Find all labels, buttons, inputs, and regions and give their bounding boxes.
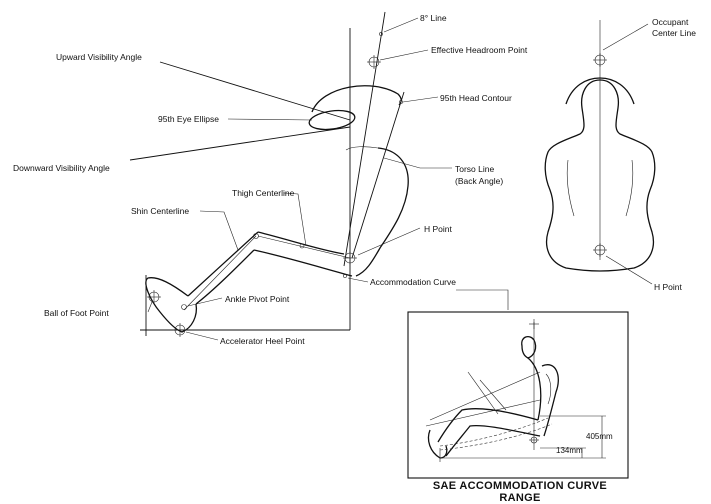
label-ball-of-foot-point: Ball of Foot Point: [44, 308, 109, 318]
leader-torso: [383, 157, 452, 169]
shin-centerline: [183, 235, 257, 311]
label-effective-headroom-point: Effective Headroom Point: [431, 45, 528, 55]
leader-ankle: [187, 297, 223, 307]
leader-front-h-point: [605, 255, 653, 285]
inset-leg-upper: [437, 408, 539, 443]
inset-head: [521, 335, 537, 359]
inset-visibility-line-2: [425, 399, 541, 427]
label-h-point-front: H Point: [654, 282, 682, 292]
side-view: [129, 11, 509, 341]
inset-curve-1: [439, 417, 549, 447]
leader-inset: [456, 289, 509, 310]
label-shin-centerline: Shin Centerline: [131, 206, 190, 216]
h-point-marker: [343, 251, 357, 265]
inset-steering-line-2: [479, 379, 507, 411]
label-back-angle: (Back Angle): [455, 176, 504, 186]
label-h-point: H Point: [424, 224, 452, 234]
shin-lower: [195, 249, 255, 305]
shoulder-outline: [345, 146, 379, 151]
shin-upper: [187, 231, 259, 297]
inset-dim-405-label: 405mm: [586, 432, 613, 441]
right-arm-line: [625, 159, 634, 217]
inset-seat-back: [541, 364, 559, 437]
leader-thigh: [283, 192, 307, 247]
leader-shin: [199, 210, 239, 251]
leader-heel: [185, 331, 219, 341]
head-contour-front: [565, 77, 635, 105]
inset-curve-2: [439, 423, 553, 451]
inset-foot: [427, 429, 448, 459]
inset-h-point: [529, 436, 539, 444]
front-top-marker: [593, 53, 607, 67]
eight-degree-line-point: [379, 32, 383, 36]
inset-visibility-line-1: [429, 371, 541, 421]
leader-h-point: [357, 227, 421, 256]
leader-8deg: [383, 17, 419, 33]
label-occupant: Occupant: [652, 17, 689, 27]
leader-head-contour: [402, 96, 439, 103]
label-accelerator-heel-point: Accelerator Heel Point: [220, 336, 305, 346]
front-h-point-marker: [593, 243, 607, 257]
headroom-point-marker: [367, 55, 381, 69]
leader-accommodation: [347, 277, 369, 283]
knee-pivot: [253, 233, 259, 239]
upward-visibility-line: [159, 61, 351, 121]
ball-of-foot-marker: [147, 290, 161, 304]
inset-box: [407, 311, 629, 479]
label-torso-line: Torso Line: [455, 164, 495, 174]
thigh-upper: [257, 231, 345, 255]
accelerator-heel-marker: [173, 323, 187, 337]
inset-dim-134-label: 134mm: [556, 446, 583, 455]
head-contour-point: [399, 100, 403, 104]
torso-outline: [355, 147, 409, 277]
label-thigh-centerline: Thigh Centerline: [232, 188, 295, 198]
torso-line: [351, 91, 405, 259]
label-accommodation-curve: Accommodation Curve: [370, 277, 456, 287]
label-95th-head-contour: 95th Head Contour: [440, 93, 512, 103]
inset-leg-lower: [445, 424, 541, 457]
inset-torso: [527, 357, 542, 421]
ankle-pivot: [181, 304, 187, 310]
front-view: [544, 20, 656, 285]
thigh-mid-pivot: [299, 243, 305, 249]
foot-outline: [145, 277, 198, 333]
inset-top-marker: [529, 319, 539, 329]
inset-title: SAE ACCOMMODATION CURVE RANGE: [432, 480, 608, 504]
label-8-degree-line: 8° Line: [420, 13, 447, 23]
thigh-lower: [253, 249, 353, 277]
label-center-line: Center Line: [652, 28, 696, 38]
inset-seat-back-inner: [545, 373, 552, 405]
eight-degree-line: [343, 11, 386, 267]
eye-ellipse: [308, 109, 356, 131]
accommodation-point: [343, 274, 347, 278]
body-silhouette-front: [544, 79, 656, 272]
leader-occupant-center: [602, 23, 649, 51]
label-downward-visibility-angle: Downward Visibility Angle: [13, 163, 110, 173]
head-contour-side: [311, 85, 402, 113]
leader-eye-ellipse: [227, 118, 313, 121]
leader-ball-of-foot: [147, 301, 153, 313]
leader-headroom: [379, 49, 429, 61]
inset-steering-line-1: [467, 371, 499, 415]
label-upward-visibility-angle: Upward Visibility Angle: [56, 52, 142, 62]
downward-visibility-line: [129, 126, 351, 161]
left-arm-line: [566, 159, 575, 217]
label-95th-eye-ellipse: 95th Eye Ellipse: [158, 114, 219, 124]
label-ankle-pivot-point: Ankle Pivot Point: [225, 294, 290, 304]
